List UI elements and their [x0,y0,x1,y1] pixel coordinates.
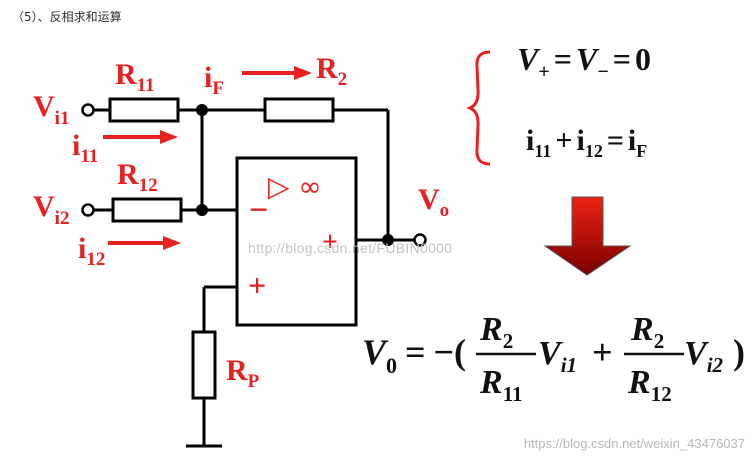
svg-text:R11: R11 [479,364,523,406]
svg-text:R2: R2 [479,311,513,353]
svg-text:R2: R2 [630,311,664,353]
resistor-rp [191,330,217,400]
resistor-r2 [263,97,335,123]
label-i12: i12 [78,232,105,270]
label-r2: R2 [316,52,347,90]
terminal-vi1 [81,103,95,117]
caption: （5）、反相求和运算 [12,10,122,24]
label-r12: R12 [117,158,158,196]
arrow-i11 [103,130,178,144]
svg-text:Vi2: Vi2 [684,335,724,377]
label-plus-input: + [248,267,266,303]
svg-text:R12: R12 [627,364,672,406]
junction-input [196,204,208,216]
label-vi2: Vi2 [33,190,69,229]
terminal-vo [413,233,427,247]
equation-vplus-vminus: V+=V−=0 [517,41,651,83]
label-vi1: Vi1 [33,90,69,129]
implication-arrow [543,196,632,276]
result-formula: V0=−( R2 R11 Vi1 + R2 R12 Vi2 ) [362,311,745,406]
svg-text:): ) [733,332,745,372]
junction-output [382,234,394,246]
equation-current-sum: i11+i12=iF [526,124,647,161]
svg-text:+: + [592,332,613,372]
label-vo: Vo [418,183,449,221]
circuit-wires [94,108,414,448]
label-rp: RP [226,354,260,392]
resistor-r11 [108,97,180,123]
junction-top [196,104,208,116]
watermark-center: http://blog.csdn.net/FUBIN0000 [248,240,453,256]
label-plus-output: + [322,227,338,258]
svg-text:Vi1: Vi1 [538,335,577,377]
op-amp-symbol: ▷ ∞ [268,170,322,203]
label-minus-input: − [249,192,268,229]
label-i11: i11 [72,129,98,167]
label-iF: iF [204,61,224,99]
terminal-vi2 [81,203,95,217]
watermark-corner: https://blog.csdn.net/weixin_43476037 [523,436,745,451]
label-r11: R11 [115,58,155,96]
arrow-iF [242,66,312,80]
op-amp-box [235,156,358,327]
resistor-r12 [111,197,183,223]
svg-text:V0=−(: V0=−( [362,332,466,378]
arrow-i12 [108,236,181,250]
brace [466,50,491,166]
